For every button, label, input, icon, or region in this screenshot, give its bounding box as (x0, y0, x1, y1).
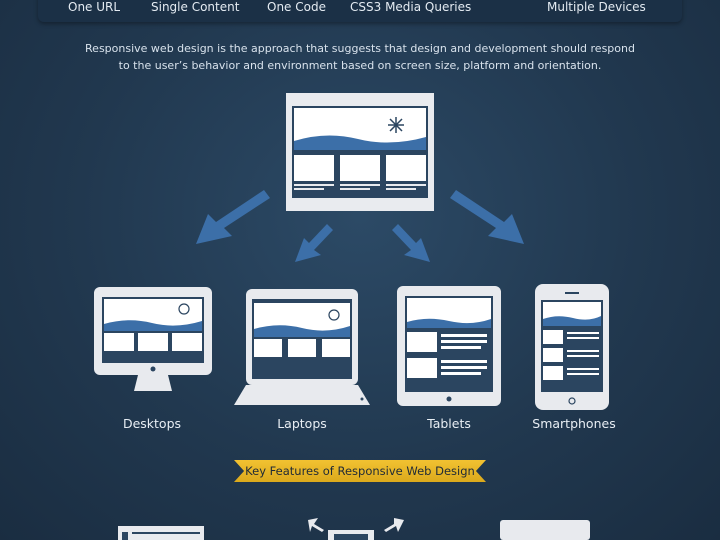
laptop-icon (234, 289, 370, 405)
features-banner-ribbon (234, 460, 486, 482)
tablet-icon (397, 286, 501, 406)
window-panel-icon (500, 520, 590, 540)
device-label-laptops: Laptops (277, 416, 327, 431)
arrow-to-tablets-icon (392, 224, 430, 262)
arrow-to-smartphones-icon (450, 190, 524, 244)
feature-icons-row (118, 518, 590, 540)
description-line-1: Responsive web design is the approach th… (85, 42, 635, 55)
device-label-smartphones: Smartphones (532, 416, 616, 431)
top-nav-css3-media-queries: CSS3 Media Queries (350, 0, 472, 14)
website-mockup-icon (286, 93, 434, 211)
description-text: Responsive web design is the approach th… (60, 40, 660, 74)
top-nav-one-url: One URL (68, 0, 121, 14)
top-nav-single-content: Single Content (151, 0, 240, 14)
arrow-to-desktops-icon (196, 190, 270, 244)
smartphone-icon (535, 284, 609, 410)
features-banner-label: Key Features of Responsive Web Design (245, 464, 475, 478)
device-label-desktops: Desktops (122, 416, 182, 431)
expand-arrows-icon (308, 518, 404, 540)
document-layout-icon (118, 526, 204, 540)
arrow-to-laptops-icon (295, 224, 333, 262)
device-label-tablets: Tablets (427, 416, 471, 431)
description-line-2: to the user’s behavior and environment b… (118, 59, 602, 72)
features-banner: Key Features of Responsive Web Design (234, 460, 486, 482)
top-nav-bar (38, 0, 682, 22)
top-nav-one-code: One Code (267, 0, 326, 14)
top-nav-multiple-devices: Multiple Devices (547, 0, 646, 14)
desktop-icon (94, 287, 212, 391)
distribution-arrows (196, 190, 524, 262)
